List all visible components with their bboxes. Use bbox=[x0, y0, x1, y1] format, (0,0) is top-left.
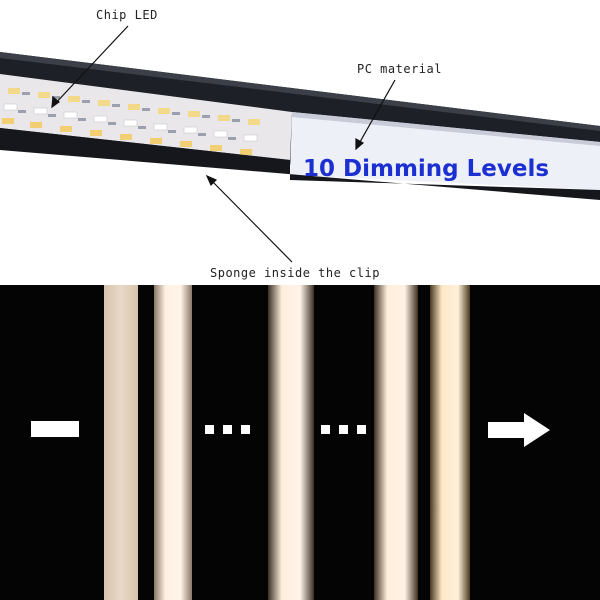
light-strip bbox=[430, 285, 470, 600]
pc-diffuser-cover bbox=[290, 112, 600, 190]
led-board bbox=[0, 74, 292, 160]
product-illustration: Chip LED PC material 10 Dimming Levels S… bbox=[0, 0, 600, 285]
dimming-levels-panel bbox=[0, 285, 600, 600]
led-strip-illustration bbox=[0, 25, 600, 263]
arrow-right-icon bbox=[488, 413, 550, 447]
pc-material-label: PC material bbox=[357, 62, 442, 76]
chip-led-callout-line bbox=[51, 25, 129, 108]
sponge-callout-line bbox=[206, 175, 293, 263]
light-strip bbox=[374, 285, 418, 600]
minus-icon bbox=[31, 421, 79, 437]
light-strip bbox=[104, 285, 138, 600]
headline-dimming-levels: 10 Dimming Levels bbox=[303, 156, 550, 182]
ellipsis-icon bbox=[321, 425, 371, 435]
light-strip bbox=[154, 285, 192, 600]
led-chip-rows bbox=[2, 88, 260, 155]
sponge-label: Sponge inside the clip bbox=[210, 266, 380, 280]
ellipsis-icon bbox=[205, 425, 255, 435]
chip-led-label: Chip LED bbox=[96, 8, 158, 22]
light-strip bbox=[268, 285, 314, 600]
pc-material-callout-line bbox=[355, 79, 396, 150]
